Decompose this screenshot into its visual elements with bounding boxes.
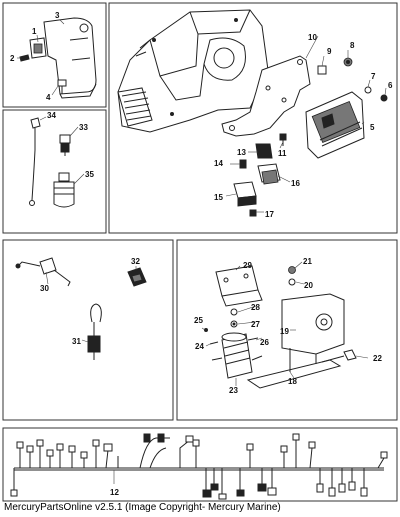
callout: 20 — [304, 281, 313, 290]
callout: 18 — [288, 377, 297, 386]
callout: 9 — [327, 47, 332, 56]
panel-harness — [2, 427, 398, 502]
callout: 8 — [350, 41, 355, 50]
sensor-drawing — [29, 116, 85, 208]
callout: 7 — [371, 72, 376, 81]
callout: 6 — [388, 81, 393, 90]
callout: 4 — [46, 93, 51, 102]
panel-solenoid — [176, 239, 398, 421]
callout: 27 — [251, 320, 260, 329]
callout: 32 — [131, 257, 140, 266]
callout: 24 — [195, 342, 204, 351]
bracket-drawing — [17, 17, 97, 99]
callout: 28 — [251, 303, 260, 312]
callout: 13 — [237, 148, 246, 157]
callout: 25 — [194, 316, 203, 325]
callout: 15 — [214, 193, 223, 202]
callout: 5 — [370, 123, 375, 132]
callout: 33 — [79, 123, 88, 132]
callout: 26 — [260, 338, 269, 347]
callout: 10 — [308, 33, 317, 42]
harness-drawing — [10, 433, 388, 500]
panel-gearcase — [108, 2, 398, 234]
callout: 19 — [280, 327, 289, 336]
solenoid-drawing — [201, 261, 369, 389]
callout: 12 — [110, 488, 119, 497]
panel-misc — [2, 239, 174, 421]
misc-drawing — [15, 257, 147, 360]
callout: 11 — [278, 149, 287, 158]
callout: 35 — [85, 170, 94, 179]
callout: 23 — [229, 386, 238, 395]
callout: 29 — [243, 261, 252, 270]
callout: 2 — [10, 54, 15, 63]
callout: 17 — [265, 210, 274, 219]
callout: 1 — [32, 27, 37, 36]
callout: 30 — [40, 284, 49, 293]
callout: 31 — [72, 337, 81, 346]
copyright-caption: MercuryPartsOnline v2.5.1 (Image Copyrig… — [4, 502, 281, 513]
callout: 3 — [55, 11, 60, 20]
callout: 22 — [373, 354, 382, 363]
callout: 34 — [47, 111, 56, 120]
callout: 16 — [291, 179, 300, 188]
panel-bracket — [2, 2, 107, 108]
callout: 21 — [303, 257, 312, 266]
panel-sensor — [2, 109, 107, 234]
callout: 14 — [214, 159, 223, 168]
gearcase-drawing — [117, 9, 388, 217]
